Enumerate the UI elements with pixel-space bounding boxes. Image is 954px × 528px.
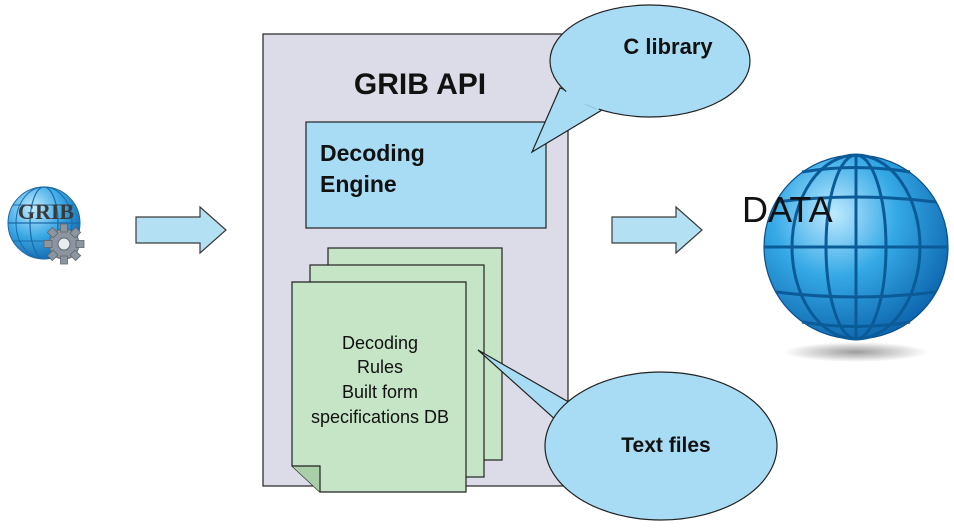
rules-line-3: Built form bbox=[342, 382, 418, 402]
api-title: GRIB API bbox=[354, 68, 486, 101]
rules-line-1: Decoding bbox=[342, 333, 418, 353]
engine-label-line2: Engine bbox=[320, 171, 397, 197]
output-arrow bbox=[611, 205, 703, 255]
rules-line-2: Rules bbox=[357, 357, 403, 377]
engine-label-line1: Decoding bbox=[320, 140, 425, 166]
callout-c-library-label: C library bbox=[623, 34, 713, 59]
gear-icon bbox=[43, 223, 85, 265]
data-globe-icon bbox=[763, 153, 949, 362]
grib-globe-gear-icon: GRIB bbox=[7, 186, 85, 265]
input-icon-label: GRIB bbox=[18, 199, 75, 224]
output-label: DATA bbox=[742, 189, 833, 230]
rules-document bbox=[291, 281, 467, 493]
decoding-engine-box bbox=[305, 121, 547, 229]
callout-text-files-label: Text files bbox=[621, 434, 710, 457]
input-arrow bbox=[135, 205, 227, 255]
rules-pages-stack bbox=[291, 247, 503, 493]
rules-line-4: specifications DB bbox=[311, 407, 449, 427]
